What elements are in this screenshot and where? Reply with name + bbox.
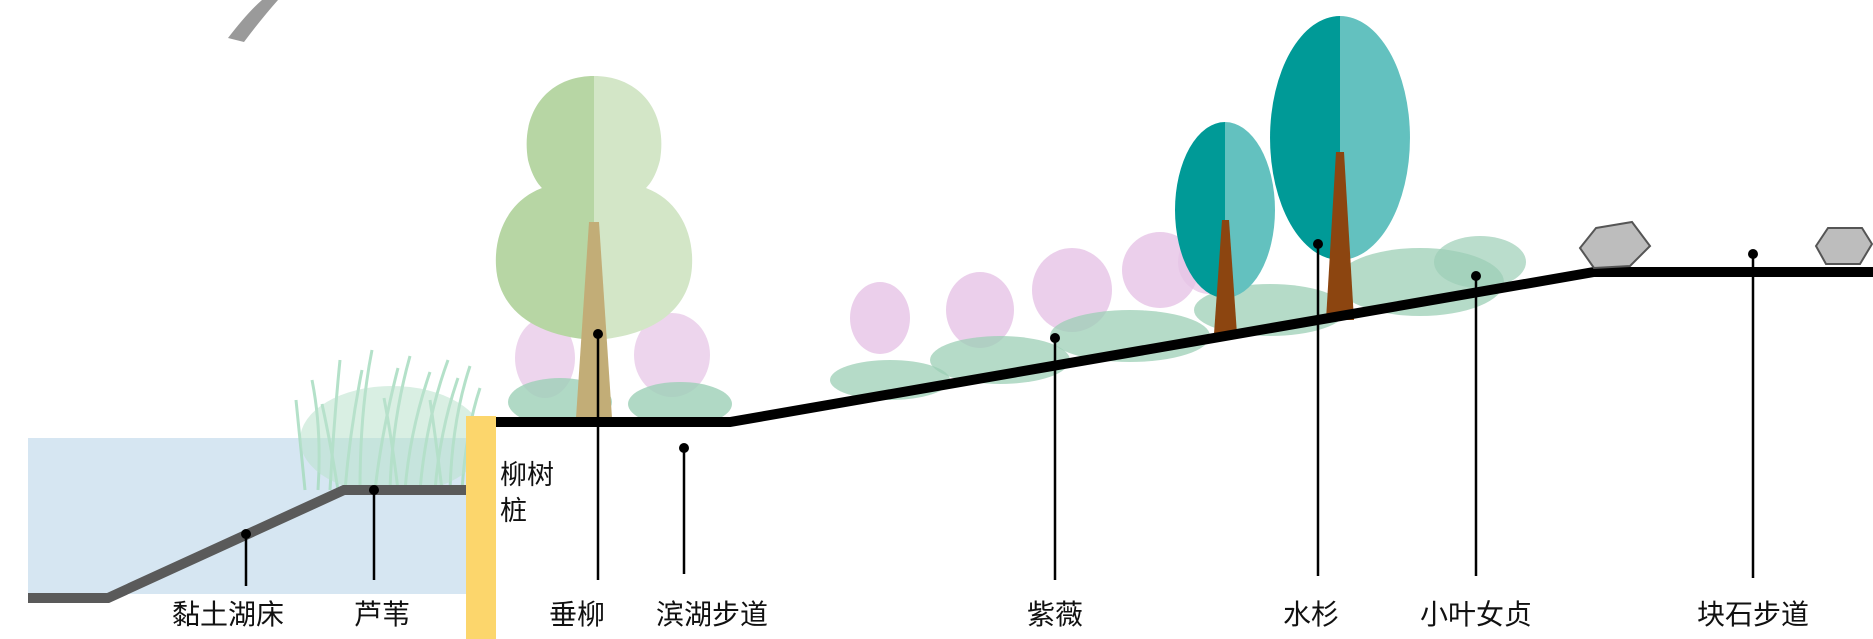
stone-left <box>1578 220 1652 270</box>
label-reed: 芦苇 <box>353 598 411 631</box>
label-willow-pile: 柳树桩 <box>500 460 554 527</box>
ground-line <box>496 267 1873 427</box>
leader-dots <box>241 239 1758 539</box>
label-metasequoia: 水杉 <box>1282 598 1340 631</box>
shrub-band <box>830 230 1526 400</box>
metasequoia-small <box>1175 122 1275 334</box>
leader-lines <box>244 244 1755 586</box>
decorative-arc <box>228 0 278 42</box>
label-privet: 小叶女贞 <box>1419 598 1533 631</box>
reed-mass <box>300 386 484 494</box>
lakebed-line <box>28 485 468 603</box>
label-weeping-willow: 垂柳 <box>548 598 606 631</box>
weeping-willow-tree <box>495 76 693 418</box>
stone-right <box>1814 227 1873 265</box>
label-lakeside-path: 滨湖步道 <box>655 598 769 631</box>
willow-pile <box>466 416 496 639</box>
metasequoia-large <box>1270 16 1410 320</box>
label-stone-path: 块石步道 <box>1696 598 1810 631</box>
label-clay-lakebed: 黏土湖床 <box>171 598 285 631</box>
label-crape-myrtle: 紫薇 <box>1026 598 1084 631</box>
